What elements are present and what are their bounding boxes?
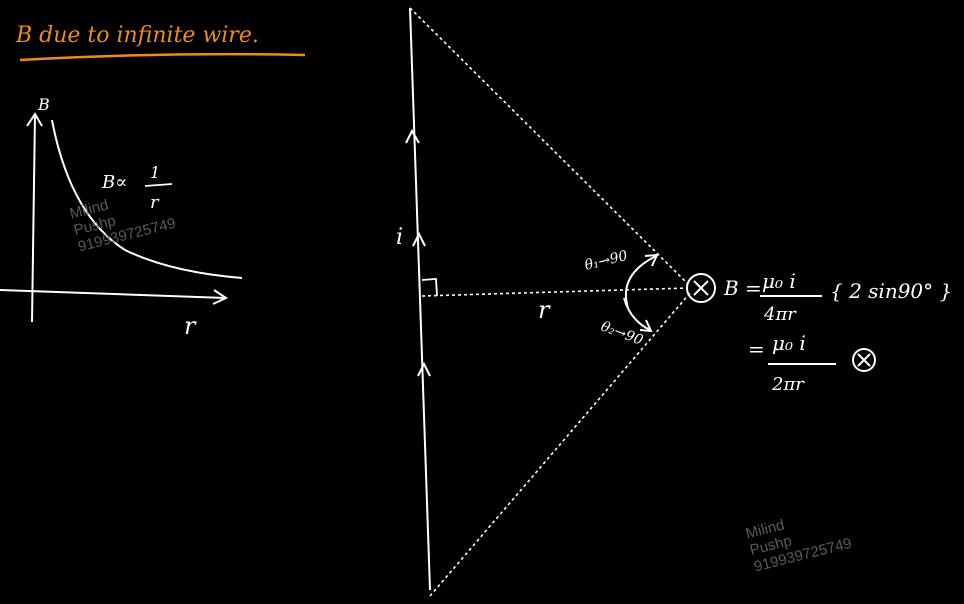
- current-arrow-icon-bottom: [417, 361, 431, 377]
- y-axis-arrow-icon: [26, 112, 43, 127]
- relation-bar: [144, 183, 173, 187]
- wire-line: [409, 7, 431, 591]
- current-label: i: [396, 225, 403, 250]
- formula-direction-icon: [857, 353, 871, 367]
- y-axis: [31, 113, 36, 323]
- current-arrow-icon-mid: [412, 231, 426, 247]
- title-text: B due to infinite wire.: [15, 23, 259, 48]
- formula-group: B = μ₀ i 4πr { 2 sin90° } = μ₀ i 2πr: [723, 269, 952, 395]
- relation-den: r: [150, 192, 160, 213]
- formula-bracket: { 2 sin90° }: [830, 279, 952, 303]
- field-point-circle: [686, 273, 716, 303]
- inverse-curve: [51, 119, 243, 279]
- theta1-arc: [624, 255, 657, 309]
- current-arrow-icon-top: [405, 128, 420, 144]
- x-axis: [0, 289, 227, 299]
- theta2-arrow-icon: [639, 319, 653, 333]
- formula-frac2-num: μ₀ i: [772, 331, 806, 355]
- formula-frac1-num: μ₀ i: [762, 269, 796, 293]
- formula-frac2-den: 2πr: [771, 374, 805, 395]
- lower-dotted-line: [429, 292, 691, 597]
- formula-direction-circle: [852, 348, 876, 372]
- infinite-wire-diagram: i r θ₁→90 θ₂→90: [396, 7, 716, 597]
- x-axis-arrow-icon: [212, 289, 229, 305]
- theta2-arc: [623, 297, 651, 331]
- formula-lhs: B =: [723, 276, 762, 300]
- upper-dotted-line: [409, 7, 689, 285]
- distance-label: r: [538, 296, 551, 324]
- relation-lhs: B∝: [101, 172, 127, 193]
- title-group: B due to infinite wire.: [15, 23, 306, 62]
- right-angle-marker: [421, 278, 438, 297]
- y-axis-label: B: [37, 95, 50, 114]
- x-axis-label: r: [184, 312, 197, 340]
- theta1-arrow-icon: [644, 253, 659, 267]
- formula-frac1-den: 4πr: [763, 304, 797, 325]
- field-into-page-icon: [693, 280, 709, 296]
- formula-eq2: =: [748, 337, 765, 361]
- title-underline: [19, 52, 306, 62]
- relation-num: 1: [150, 163, 160, 182]
- perpendicular-dotted-line: [421, 287, 689, 297]
- theta1-label: θ₁→90: [583, 248, 629, 274]
- b-vs-r-graph: B r B∝ 1 r: [0, 95, 243, 340]
